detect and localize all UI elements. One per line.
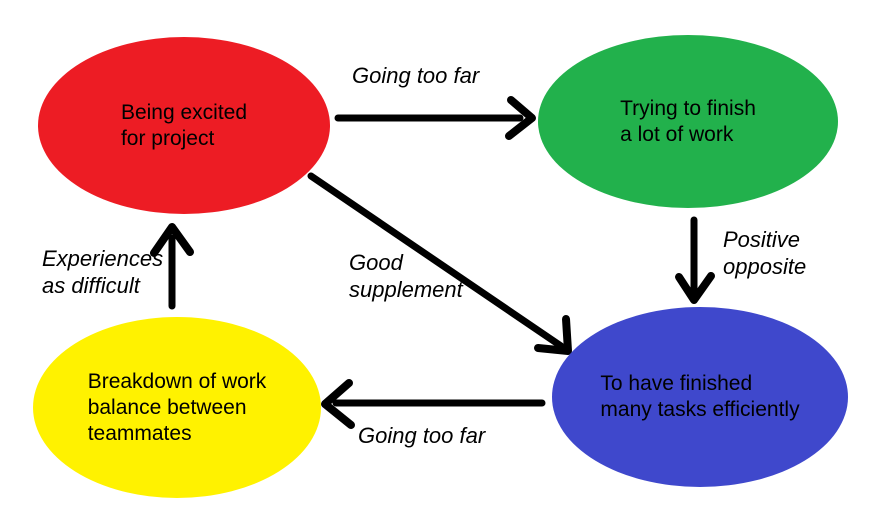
edge-label-going-too-far-top: Going too far: [352, 63, 480, 88]
node-finished-tasks: To have finished many tasks efficiently: [552, 307, 848, 487]
arrowhead-icon: [534, 315, 572, 355]
node-breakdown-work-balance: Breakdown of work balance between teamma…: [33, 317, 321, 498]
arrow-excited-to-trying: [334, 96, 536, 140]
node-trying-to-finish: Trying to finish a lot of work: [538, 35, 838, 208]
edge-label-going-too-far-bottom: Going too far: [358, 423, 486, 448]
arrowhead-icon: [675, 272, 715, 304]
arrowhead-icon: [150, 223, 194, 257]
node-label: To have finished many tasks efficiently: [600, 372, 800, 421]
arrowhead-icon: [321, 379, 355, 429]
node-label: Breakdown of work balance between teamma…: [87, 369, 267, 445]
edge-label-positive-opposite: Positive opposite: [723, 227, 807, 279]
node-label: Trying to finish a lot of work: [620, 96, 756, 146]
arrow-finished-to-breakdown: [321, 379, 546, 429]
arrow-shaft: [307, 172, 565, 350]
node-label: Being excited for project: [120, 100, 248, 150]
arrow-excited-to-finished: [307, 172, 572, 355]
node-being-excited: Being excited for project: [38, 37, 330, 214]
edge-label-good-supplement: Good supplement: [349, 250, 463, 302]
arrow-breakdown-to-excited: [150, 223, 194, 310]
edge-label-experiences-as-difficult: Experiences as difficult: [42, 246, 164, 298]
arrow-trying-to-finished: [675, 216, 715, 304]
arrowhead-icon: [505, 96, 536, 140]
